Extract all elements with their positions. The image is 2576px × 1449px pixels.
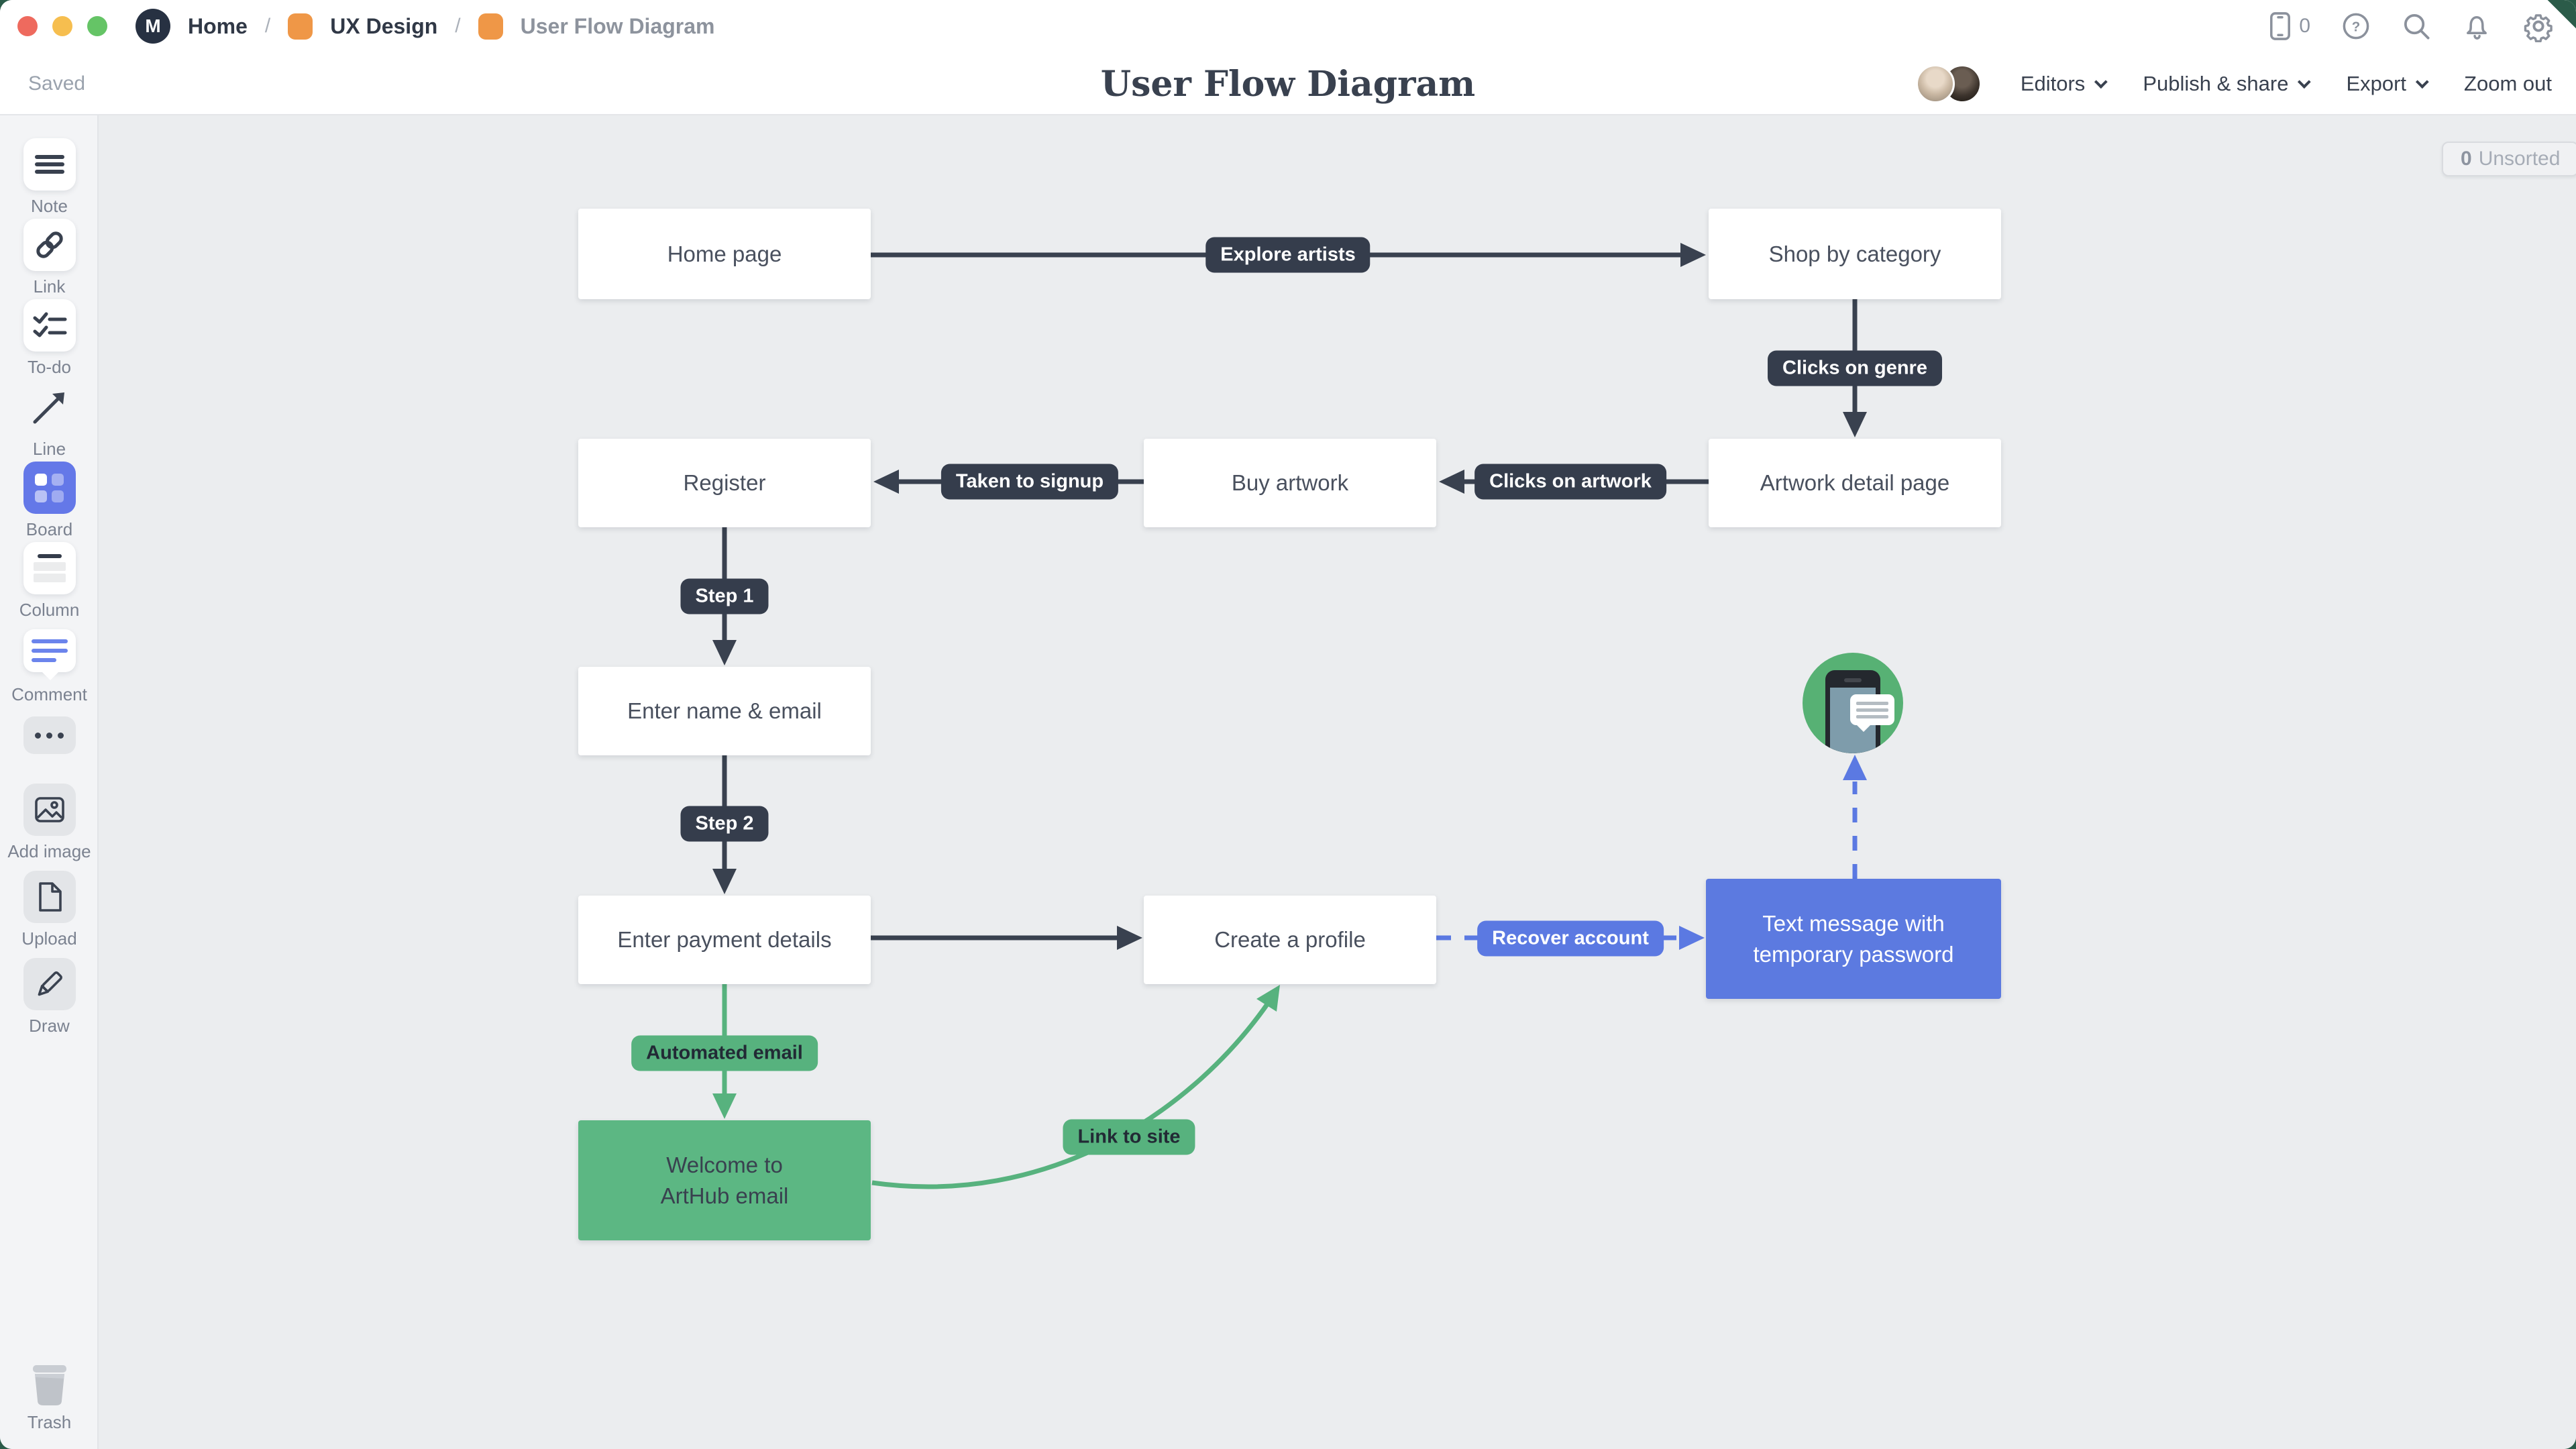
link-icon [36, 231, 63, 258]
node-buy-artwork[interactable]: Buy artwork [1144, 439, 1436, 527]
help-icon: ? [2343, 13, 2369, 40]
tool-note[interactable]: Note [0, 138, 99, 217]
zoom-out-button[interactable]: Zoom out [2464, 72, 2552, 95]
edge-label-step-1[interactable]: Step 1 [680, 578, 769, 614]
notifications-button[interactable] [2462, 11, 2491, 41]
window-controls [17, 16, 107, 36]
edge-label-recover-account[interactable]: Recover account [1477, 920, 1664, 957]
settings-button[interactable] [2522, 10, 2555, 42]
svg-text:?: ? [2352, 19, 2361, 34]
breadcrumb-home[interactable]: Home [188, 13, 248, 38]
chevron-down-icon [2298, 75, 2312, 89]
breadcrumb-current: User Flow Diagram [520, 13, 715, 38]
editor-avatars[interactable] [1915, 64, 1982, 103]
board-header: Saved User Flow Diagram Editors Publish … [0, 52, 2576, 115]
tool-todo[interactable]: To-do [0, 299, 99, 378]
todo-icon [33, 312, 66, 337]
node-welcome-email[interactable]: Welcome to ArtHub email [578, 1120, 871, 1240]
chevron-down-icon [2094, 75, 2108, 89]
node-register[interactable]: Register [578, 439, 871, 527]
edge-label-automated-email[interactable]: Automated email [631, 1035, 818, 1071]
mobile-devices-button[interactable]: 0 [2267, 11, 2310, 41]
tool-column[interactable]: Column [0, 542, 99, 621]
trash-icon [32, 1365, 66, 1405]
phone-sms-icon[interactable] [1803, 653, 1903, 753]
search-button[interactable] [2402, 11, 2431, 41]
help-button[interactable]: ? [2341, 11, 2371, 41]
breadcrumb-ux-design[interactable]: UX Design [330, 13, 438, 38]
line-icon [33, 392, 64, 424]
draw-icon [38, 971, 62, 996]
breadcrumb-separator: / [455, 15, 461, 37]
edge-label-clicks-on-genre[interactable]: Clicks on genre [1768, 350, 1942, 386]
board-icon [478, 13, 503, 40]
edge-label-explore-artists[interactable]: Explore artists [1205, 237, 1371, 273]
zoom-window-button[interactable] [87, 16, 107, 36]
search-icon [2404, 13, 2430, 40]
tool-upload[interactable]: Upload [0, 871, 99, 949]
comment-icon [23, 629, 76, 680]
node-text-message[interactable]: Text message with temporary password [1706, 879, 2001, 999]
editors-button[interactable]: Editors [2021, 72, 2108, 96]
board-canvas[interactable]: 0 Unsorted Home page Shop by category Re… [99, 115, 2576, 1449]
tool-line[interactable]: Line [0, 381, 99, 460]
node-enter-payment-details[interactable]: Enter payment details [578, 896, 871, 984]
tool-more[interactable] [0, 716, 99, 754]
save-status: Saved [28, 72, 86, 95]
unsorted-badge[interactable]: 0 Unsorted [2442, 142, 2576, 176]
titlebar: M Home / UX Design / User Flow Diagram 0… [0, 0, 2576, 52]
tool-add-image[interactable]: Add image [0, 784, 99, 862]
app-logo-icon[interactable]: M [136, 9, 170, 44]
board-grid-icon [35, 473, 64, 502]
tool-trash[interactable]: Trash [0, 1364, 99, 1433]
chevron-down-icon [2415, 75, 2429, 89]
node-artwork-detail-page[interactable]: Artwork detail page [1709, 439, 2001, 527]
mobile-icon [2270, 12, 2291, 40]
edge-label-step-2[interactable]: Step 2 [680, 806, 769, 842]
minimize-window-button[interactable] [52, 16, 72, 36]
breadcrumb-separator: / [264, 15, 271, 37]
export-button[interactable]: Export [2346, 72, 2429, 96]
edge-link-to-site [871, 994, 1275, 1189]
bell-icon [2467, 16, 2487, 40]
edge-label-clicks-on-artwork[interactable]: Clicks on artwork [1474, 464, 1666, 500]
close-window-button[interactable] [17, 16, 38, 36]
note-icon [34, 155, 64, 174]
gear-icon [2524, 14, 2553, 42]
board-icon [288, 13, 313, 40]
tool-draw[interactable]: Draw [0, 958, 99, 1036]
sms-bubble-icon [1850, 694, 1894, 732]
publish-share-button[interactable]: Publish & share [2143, 72, 2312, 96]
node-home-page[interactable]: Home page [578, 209, 871, 299]
edge-label-taken-to-signup[interactable]: Taken to signup [941, 464, 1119, 500]
tool-comment[interactable]: Comment [0, 629, 99, 705]
add-image-icon [34, 797, 64, 822]
breadcrumb: M Home / UX Design / User Flow Diagram [136, 9, 714, 44]
avatar [1915, 64, 1955, 103]
node-create-a-profile[interactable]: Create a profile [1144, 896, 1436, 984]
flow-edges [712, 243, 1867, 1189]
page-title: User Flow Diagram [1100, 63, 1476, 105]
tool-link[interactable]: Link [0, 219, 99, 297]
device-count: 0 [2299, 15, 2310, 37]
column-icon [33, 554, 66, 582]
node-shop-by-category[interactable]: Shop by category [1709, 209, 2001, 299]
node-enter-name-email[interactable]: Enter name & email [578, 667, 871, 755]
upload-icon [38, 882, 62, 912]
tools-sidebar: Note Link To-do Line [0, 115, 99, 1449]
edge-label-link-to-site[interactable]: Link to site [1063, 1119, 1195, 1155]
tool-board[interactable]: Board [0, 462, 99, 540]
more-icon [35, 732, 64, 739]
